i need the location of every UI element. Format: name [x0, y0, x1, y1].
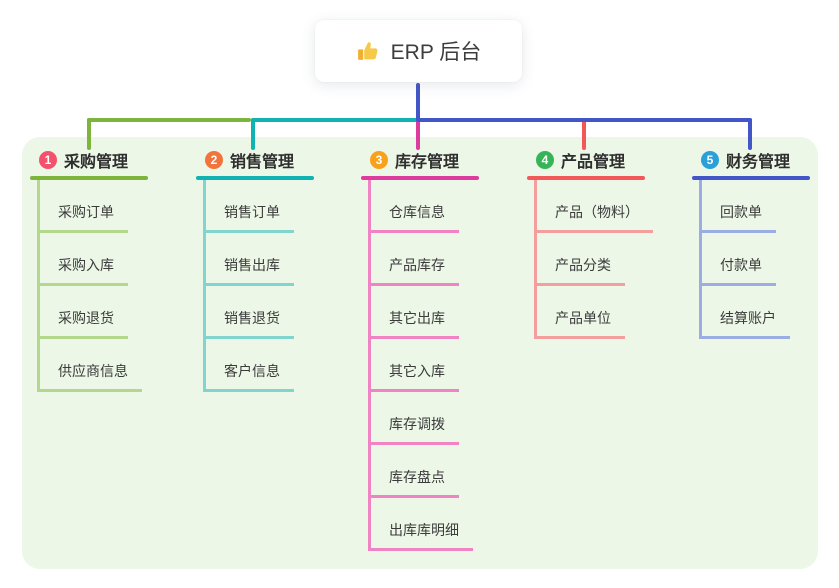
child-node[interactable]: 销售出库 [206, 233, 294, 286]
branch-children: 采购订单 采购入库 采购退货 供应商信息 [37, 180, 148, 392]
child-node[interactable]: 其它出库 [371, 286, 459, 339]
branch-header-inventory[interactable]: 3 库存管理 [361, 147, 479, 172]
child-node[interactable]: 其它入库 [371, 339, 459, 392]
child-node[interactable]: 回款单 [702, 180, 776, 233]
root-title: ERP 后台 [390, 41, 482, 64]
branch-underline [196, 176, 314, 180]
branch-title: 销售管理 [230, 153, 295, 171]
branch-children: 销售订单 销售出库 销售退货 客户信息 [203, 180, 314, 392]
branch-header-product[interactable]: 4 产品管理 [527, 147, 645, 172]
child-node[interactable]: 销售订单 [206, 180, 294, 233]
child-node[interactable]: 采购退货 [40, 286, 128, 339]
connector-root-stem [416, 83, 420, 121]
branch-sales: 2 销售管理 销售订单 销售出库 销售退货 客户信息 [196, 147, 314, 392]
child-node[interactable]: 销售退货 [206, 286, 294, 339]
branch-finance: 5 财务管理 回款单 付款单 结算账户 [692, 147, 810, 339]
branch-number-badge: 2 [205, 150, 223, 169]
child-node[interactable]: 库存盘点 [371, 445, 459, 498]
child-node[interactable]: 结算账户 [702, 286, 790, 339]
child-node[interactable]: 产品（物料） [537, 180, 653, 233]
branch-header-finance[interactable]: 5 财务管理 [692, 147, 810, 172]
root-node[interactable]: ERP 后台 [315, 20, 522, 82]
branch-header-sales[interactable]: 2 销售管理 [196, 147, 314, 172]
branch-underline [30, 176, 148, 180]
branch-number-badge: 1 [39, 150, 57, 169]
branch-title: 财务管理 [726, 153, 791, 171]
child-node[interactable]: 采购订单 [40, 180, 128, 233]
branch-number-badge: 4 [536, 150, 554, 169]
branch-title: 采购管理 [64, 153, 129, 171]
child-node[interactable]: 供应商信息 [40, 339, 142, 392]
child-node[interactable]: 产品分类 [537, 233, 625, 286]
branch-underline [527, 176, 645, 180]
connector-rail-left-green [87, 118, 251, 122]
child-node[interactable]: 产品单位 [537, 286, 625, 339]
branch-underline [361, 176, 479, 180]
child-node[interactable]: 付款单 [702, 233, 776, 286]
child-node[interactable]: 采购入库 [40, 233, 128, 286]
connector-drop-sales [251, 118, 255, 150]
branch-header-purchase[interactable]: 1 采购管理 [30, 147, 148, 172]
branch-children: 产品（物料） 产品分类 产品单位 [534, 180, 653, 339]
connector-drop-inventory [416, 118, 420, 150]
connector-drop-product [582, 118, 586, 150]
branch-title: 产品管理 [561, 153, 626, 171]
child-node[interactable]: 客户信息 [206, 339, 294, 392]
branch-inventory: 3 库存管理 仓库信息 产品库存 其它出库 其它入库 库存调拨 库存盘点 出库库… [361, 147, 479, 551]
branch-children: 回款单 付款单 结算账户 [699, 180, 810, 339]
branch-title: 库存管理 [395, 153, 460, 171]
branch-children: 仓库信息 产品库存 其它出库 其它入库 库存调拨 库存盘点 出库库明细 [368, 180, 479, 551]
branch-number-badge: 3 [370, 150, 388, 169]
child-node[interactable]: 出库库明细 [371, 498, 473, 551]
child-node[interactable]: 仓库信息 [371, 180, 459, 233]
connector-drop-purchase [87, 118, 91, 150]
thumbs-up-icon [357, 41, 378, 60]
connector-rail-right-blue [416, 118, 752, 122]
child-node[interactable]: 库存调拨 [371, 392, 459, 445]
branch-purchase: 1 采购管理 采购订单 采购入库 采购退货 供应商信息 [30, 147, 148, 392]
branch-number-badge: 5 [701, 150, 719, 169]
connector-drop-finance [748, 118, 752, 150]
child-node[interactable]: 产品库存 [371, 233, 459, 286]
connector-rail-left-teal [251, 118, 420, 122]
branch-underline [692, 176, 810, 180]
branch-product: 4 产品管理 产品（物料） 产品分类 产品单位 [527, 147, 653, 339]
